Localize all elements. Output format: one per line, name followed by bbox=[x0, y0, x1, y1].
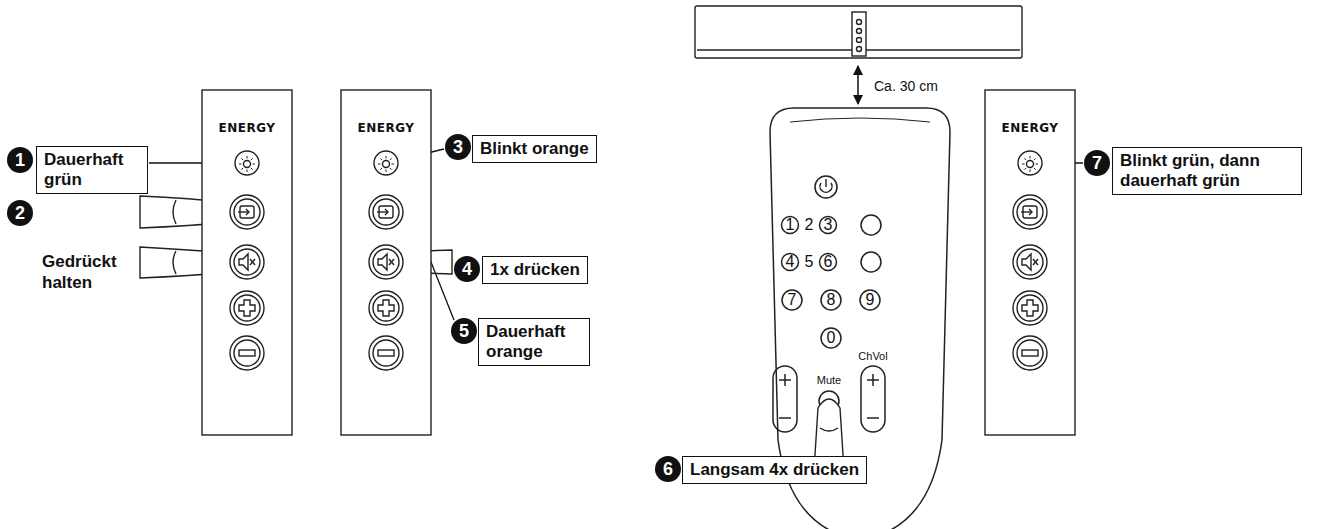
key-digit: 7 bbox=[788, 292, 797, 308]
key-digit: 3 bbox=[824, 217, 833, 233]
callout-number: 4 bbox=[462, 260, 472, 278]
callout-number: 7 bbox=[1092, 154, 1102, 172]
button-panel bbox=[341, 90, 431, 435]
instruction-text: Gedrückt halten bbox=[40, 250, 136, 295]
distance-label: Ca. 30 cm bbox=[872, 78, 940, 94]
key-digit: 2 bbox=[805, 217, 814, 233]
callout-text: Blinkt orange bbox=[480, 139, 589, 159]
callout-box: Dauerhaft grün bbox=[36, 146, 148, 194]
soundbar bbox=[695, 6, 1022, 58]
key-digit: 4 bbox=[786, 254, 795, 270]
button-panel bbox=[985, 90, 1075, 435]
callout-text: Dauerhaft orange bbox=[486, 322, 582, 362]
callout-number: 1 bbox=[15, 151, 25, 169]
callout-number: 6 bbox=[663, 460, 673, 478]
callout-box: 1x drücken bbox=[482, 256, 588, 284]
callout-text: Dauerhaft grün bbox=[44, 150, 140, 190]
key-digit: 1 bbox=[786, 217, 795, 233]
callout-box: Blinkt orange bbox=[472, 135, 597, 163]
callout-number: 5 bbox=[459, 322, 469, 340]
brand-logo: ENERGY bbox=[219, 122, 276, 134]
callout-box: Langsam 4x drücken bbox=[682, 456, 867, 484]
key-digit: 9 bbox=[866, 292, 875, 308]
button-panel bbox=[202, 90, 292, 435]
key-digit: 0 bbox=[827, 330, 836, 346]
key-label: Mute bbox=[817, 375, 841, 386]
key-digit: 6 bbox=[824, 254, 833, 270]
key-digit: 5 bbox=[805, 254, 814, 270]
key-digit: 8 bbox=[827, 292, 836, 308]
callout-circle bbox=[7, 134, 1110, 482]
callout-box: Dauerhaft orange bbox=[478, 318, 590, 366]
callout-number: 2 bbox=[15, 204, 25, 222]
callout-box: Blinkt grün, dann dauerhaft grün bbox=[1112, 147, 1302, 195]
brand-logo: ENERGY bbox=[358, 122, 415, 134]
brand-logo: ENERGY bbox=[1002, 122, 1059, 134]
callout-text: Blinkt grün, dann dauerhaft grün bbox=[1120, 151, 1294, 191]
callout-text: 1x drücken bbox=[490, 260, 580, 280]
key-label: ChVol bbox=[858, 351, 887, 362]
callout-text: Langsam 4x drücken bbox=[690, 460, 859, 480]
callout-number: 3 bbox=[453, 138, 463, 156]
distance-arrow bbox=[857, 66, 859, 104]
